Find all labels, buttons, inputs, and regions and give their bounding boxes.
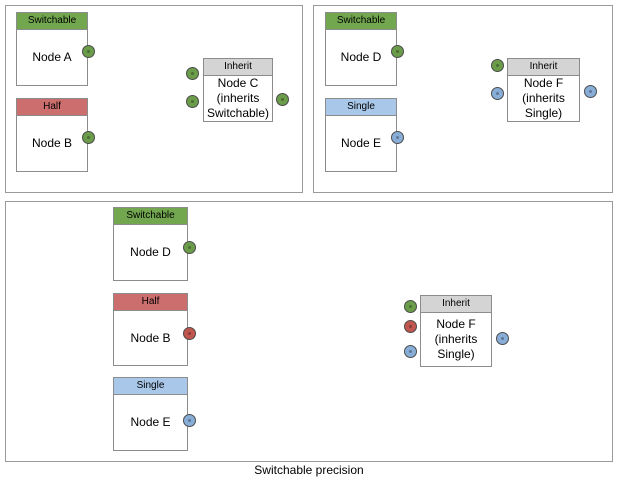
node-c-input-port-1[interactable] — [186, 67, 199, 80]
node-b-output-port[interactable] — [82, 131, 95, 144]
node-b-label: Node B — [31, 136, 73, 150]
node-f-label-line-3: Single) — [524, 106, 563, 120]
node-f-label-line-1: Node F — [523, 76, 564, 90]
node-c-output-port[interactable] — [276, 93, 289, 106]
node-b2-label: Node B — [130, 330, 171, 345]
node-b[interactable]: Half Node B — [16, 98, 88, 172]
node-f-input-port-1[interactable] — [491, 59, 504, 72]
node-f2-label-line-2: (inherits — [434, 332, 478, 346]
node-e2-label: Node E — [130, 415, 171, 429]
node-b2-output-port[interactable] — [183, 327, 196, 340]
node-e-output-port[interactable] — [391, 131, 404, 144]
node-c-label: Node C (inherits Switchable) — [204, 76, 272, 121]
node-c-input-port-2[interactable] — [186, 95, 199, 108]
node-f-header: Inherit — [508, 59, 579, 76]
node-f[interactable]: Inherit Node F (inherits Single) — [507, 58, 580, 122]
node-f-label-line-2: (inherits — [522, 91, 565, 105]
diagram-caption: Switchable precision — [254, 463, 364, 477]
node-f2-output-port[interactable] — [496, 332, 509, 345]
node-d2-header: Switchable — [114, 208, 187, 225]
node-d2[interactable]: Switchable Node D — [113, 207, 188, 281]
node-d2-output-port[interactable] — [183, 241, 196, 254]
node-f2-label-line-3: Single) — [437, 347, 475, 361]
node-f-output-port[interactable] — [584, 85, 597, 98]
node-d-label: Node D — [340, 50, 382, 64]
node-f-label: Node F (inherits Single) — [508, 76, 579, 121]
node-f2-input-port-2[interactable] — [404, 320, 417, 333]
node-c-label-line-2: (inherits — [216, 91, 260, 105]
node-f-input-port-2[interactable] — [491, 87, 504, 100]
node-e-label: Node E — [340, 136, 382, 150]
node-f2[interactable]: Inherit Node F (inherits Single) — [420, 295, 492, 367]
node-c-label-line-1: Node C — [217, 76, 259, 90]
node-e[interactable]: Single Node E — [325, 98, 397, 172]
node-e2-output-port[interactable] — [183, 414, 196, 427]
node-f2-input-port-3[interactable] — [404, 345, 417, 358]
node-d-output-port[interactable] — [391, 45, 404, 58]
node-e-header: Single — [326, 99, 396, 116]
node-c[interactable]: Inherit Node C (inherits Switchable) — [203, 58, 273, 122]
node-a-header: Switchable — [17, 13, 87, 30]
node-f2-label: Node F (inherits Single) — [421, 313, 491, 366]
node-a[interactable]: Switchable Node A — [16, 12, 88, 86]
node-e2[interactable]: Single Node E — [113, 377, 188, 451]
node-d2-label: Node D — [130, 245, 171, 259]
node-d[interactable]: Switchable Node D — [325, 12, 397, 86]
node-a-output-port[interactable] — [82, 45, 95, 58]
node-e2-header: Single — [114, 378, 187, 395]
node-b2[interactable]: Half Node B — [113, 293, 188, 366]
node-f2-input-port-1[interactable] — [404, 300, 417, 313]
node-f2-label-line-1: Node F — [436, 317, 476, 331]
node-a-label: Node A — [32, 50, 72, 64]
node-f2-header: Inherit — [421, 296, 491, 313]
node-c-header: Inherit — [204, 59, 272, 76]
node-d-header: Switchable — [326, 13, 396, 30]
node-c-label-line-3: Switchable) — [206, 106, 270, 120]
node-b-header: Half — [17, 99, 87, 116]
panel-bottom — [5, 201, 613, 462]
node-b2-header: Half — [114, 294, 187, 311]
